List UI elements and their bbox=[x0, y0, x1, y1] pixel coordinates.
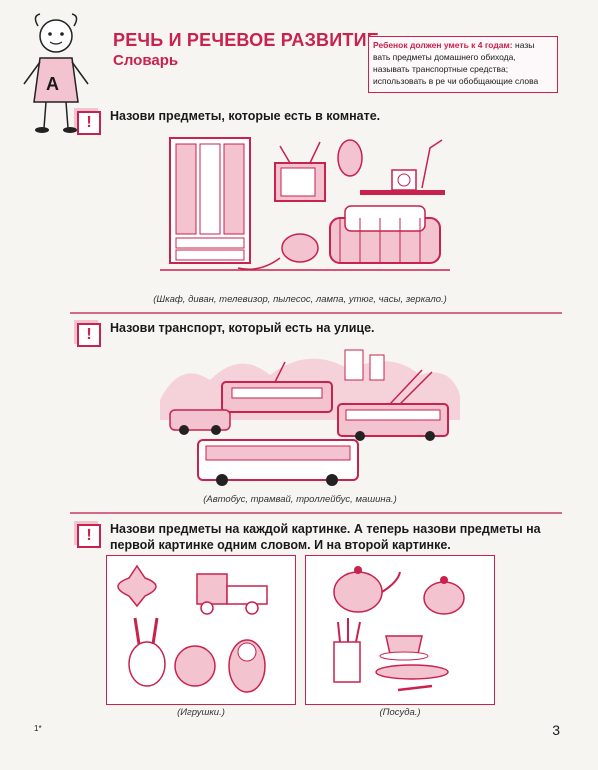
girl-mascot-illustration: А bbox=[10, 10, 102, 138]
toys-caption: (Игрушки.) bbox=[177, 707, 225, 718]
room-illustration bbox=[160, 128, 450, 288]
page-number: 3 bbox=[552, 722, 560, 738]
dishes-picture-frame bbox=[305, 555, 495, 705]
corner-mark: 1* bbox=[34, 724, 42, 733]
page-subtitle: Словарь bbox=[113, 52, 179, 69]
task-3-text: Назови предметы на каждой картинке. А те… bbox=[110, 522, 541, 552]
note-text: назы вать предметы домашнего обихода, на… bbox=[373, 40, 539, 86]
task-2-caption: (Автобус, трамвай, троллейбус, машина.) bbox=[203, 494, 397, 505]
mascot-letter: А bbox=[46, 74, 59, 94]
section-divider bbox=[70, 312, 562, 314]
task-1-caption: (Шкаф, диван, телевизор, пылесос, лампа,… bbox=[153, 294, 447, 305]
exclamation-icon: ! bbox=[74, 521, 101, 548]
toys-picture-frame bbox=[106, 555, 296, 705]
exclamation-icon: ! bbox=[74, 108, 101, 135]
note-lead: Ребенок должен уметь к 4 годам: bbox=[373, 40, 513, 50]
street-illustration bbox=[160, 340, 460, 490]
exclamation-icon: ! bbox=[74, 320, 101, 347]
task-1-text: Назови предметы, которые есть в комнате. bbox=[110, 109, 381, 123]
section-divider bbox=[70, 512, 562, 514]
page-title: РЕЧЬ И РЕЧЕВОЕ РАЗВИТИЕ bbox=[113, 30, 379, 50]
task-2-text: Назови транспорт, который есть на улице. bbox=[110, 321, 375, 335]
skills-note: Ребенок должен уметь к 4 годам: назы ват… bbox=[368, 36, 558, 93]
dishes-caption: (Посуда.) bbox=[379, 707, 421, 718]
